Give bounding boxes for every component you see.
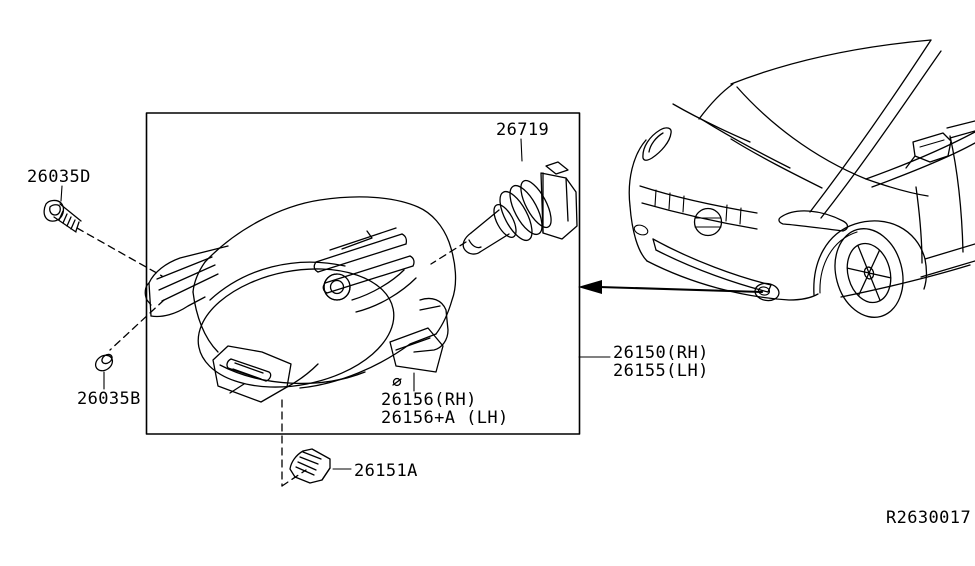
car-fog-lamp — [754, 282, 780, 302]
label-bulb: 26719 — [496, 120, 549, 140]
fog-lamp-assembly-drawing — [144, 196, 457, 403]
label-drawing-number: R2630017 — [886, 508, 971, 528]
bulb-drawing — [462, 161, 578, 255]
nissan-badge-icon — [693, 207, 723, 237]
front-wheel — [834, 228, 904, 318]
car-drawing — [628, 39, 975, 318]
leader-lines — [60, 138, 611, 487]
label-lamp-rh: 26150(RH) — [613, 343, 709, 363]
label-bracket-lh: 26156+A (LH) — [381, 408, 509, 428]
label-screw: 26035D — [27, 167, 91, 187]
nut-drawing — [94, 353, 114, 372]
label-nut: 26035B — [77, 389, 141, 409]
label-bracket-rh: 26156(RH) — [381, 390, 477, 410]
screw-drawing — [43, 199, 82, 233]
pointer-arrow — [578, 280, 764, 294]
clip-drawing — [289, 448, 331, 484]
label-lamp-lh: 26155(LH) — [613, 361, 709, 381]
label-clip: 26151A — [354, 461, 418, 481]
part-labels: 26035D 26719 26035B 26156(RH) 26156+A (L… — [27, 120, 971, 528]
detail-box — [145, 112, 581, 435]
